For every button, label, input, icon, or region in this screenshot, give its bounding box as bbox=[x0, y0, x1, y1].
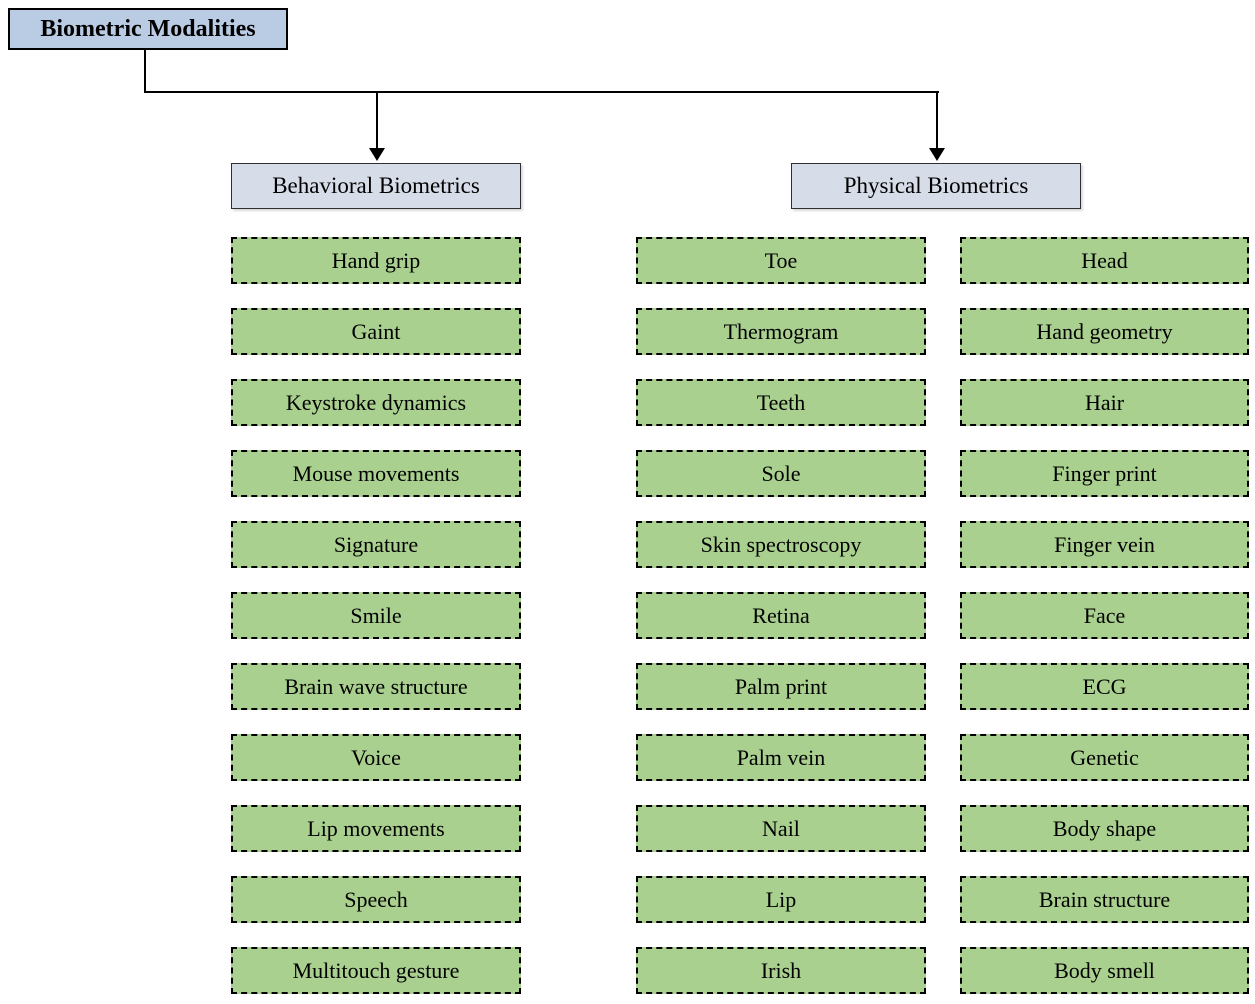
header-node-physical-biometrics: Physical Biometrics bbox=[791, 163, 1081, 209]
modality-item: Retina bbox=[636, 592, 926, 639]
modality-item: Skin spectroscopy bbox=[636, 521, 926, 568]
modality-item: Body shape bbox=[960, 805, 1249, 852]
header-node-behavioral-biometrics: Behavioral Biometrics bbox=[231, 163, 521, 209]
modality-item: Irish bbox=[636, 947, 926, 994]
modality-item: Finger vein bbox=[960, 521, 1249, 568]
connector-root-down bbox=[144, 50, 146, 93]
modality-item: Lip bbox=[636, 876, 926, 923]
modality-item: Genetic bbox=[960, 734, 1249, 781]
modality-item: Lip movements bbox=[231, 805, 521, 852]
modality-item: Brain structure bbox=[960, 876, 1249, 923]
modality-item: Hand grip bbox=[231, 237, 521, 284]
modality-item: Toe bbox=[636, 237, 926, 284]
arrowhead-physical-icon bbox=[929, 148, 945, 161]
modality-item: Palm vein bbox=[636, 734, 926, 781]
connector-horizontal bbox=[144, 91, 939, 93]
modality-item: Voice bbox=[231, 734, 521, 781]
connector-behavioral-down bbox=[376, 91, 378, 149]
modality-item: Teeth bbox=[636, 379, 926, 426]
modality-item: Head bbox=[960, 237, 1249, 284]
modality-item: Speech bbox=[231, 876, 521, 923]
modality-item: Palm print bbox=[636, 663, 926, 710]
modality-item: Nail bbox=[636, 805, 926, 852]
modality-item: Hair bbox=[960, 379, 1249, 426]
modality-item: Smile bbox=[231, 592, 521, 639]
connector-physical-down bbox=[936, 91, 938, 149]
modality-item: Keystroke dynamics bbox=[231, 379, 521, 426]
modality-item: Sole bbox=[636, 450, 926, 497]
modality-item: Face bbox=[960, 592, 1249, 639]
modality-item: Finger print bbox=[960, 450, 1249, 497]
modality-item: ECG bbox=[960, 663, 1249, 710]
modality-item: Hand geometry bbox=[960, 308, 1249, 355]
modality-item: Body smell bbox=[960, 947, 1249, 994]
modality-item: Thermogram bbox=[636, 308, 926, 355]
modality-item: Gaint bbox=[231, 308, 521, 355]
modality-item: Multitouch gesture bbox=[231, 947, 521, 994]
arrowhead-behavioral-icon bbox=[369, 148, 385, 161]
modality-item: Brain wave structure bbox=[231, 663, 521, 710]
root-node-biometric-modalities: Biometric Modalities bbox=[8, 8, 288, 50]
modality-item: Mouse movements bbox=[231, 450, 521, 497]
modality-item: Signature bbox=[231, 521, 521, 568]
